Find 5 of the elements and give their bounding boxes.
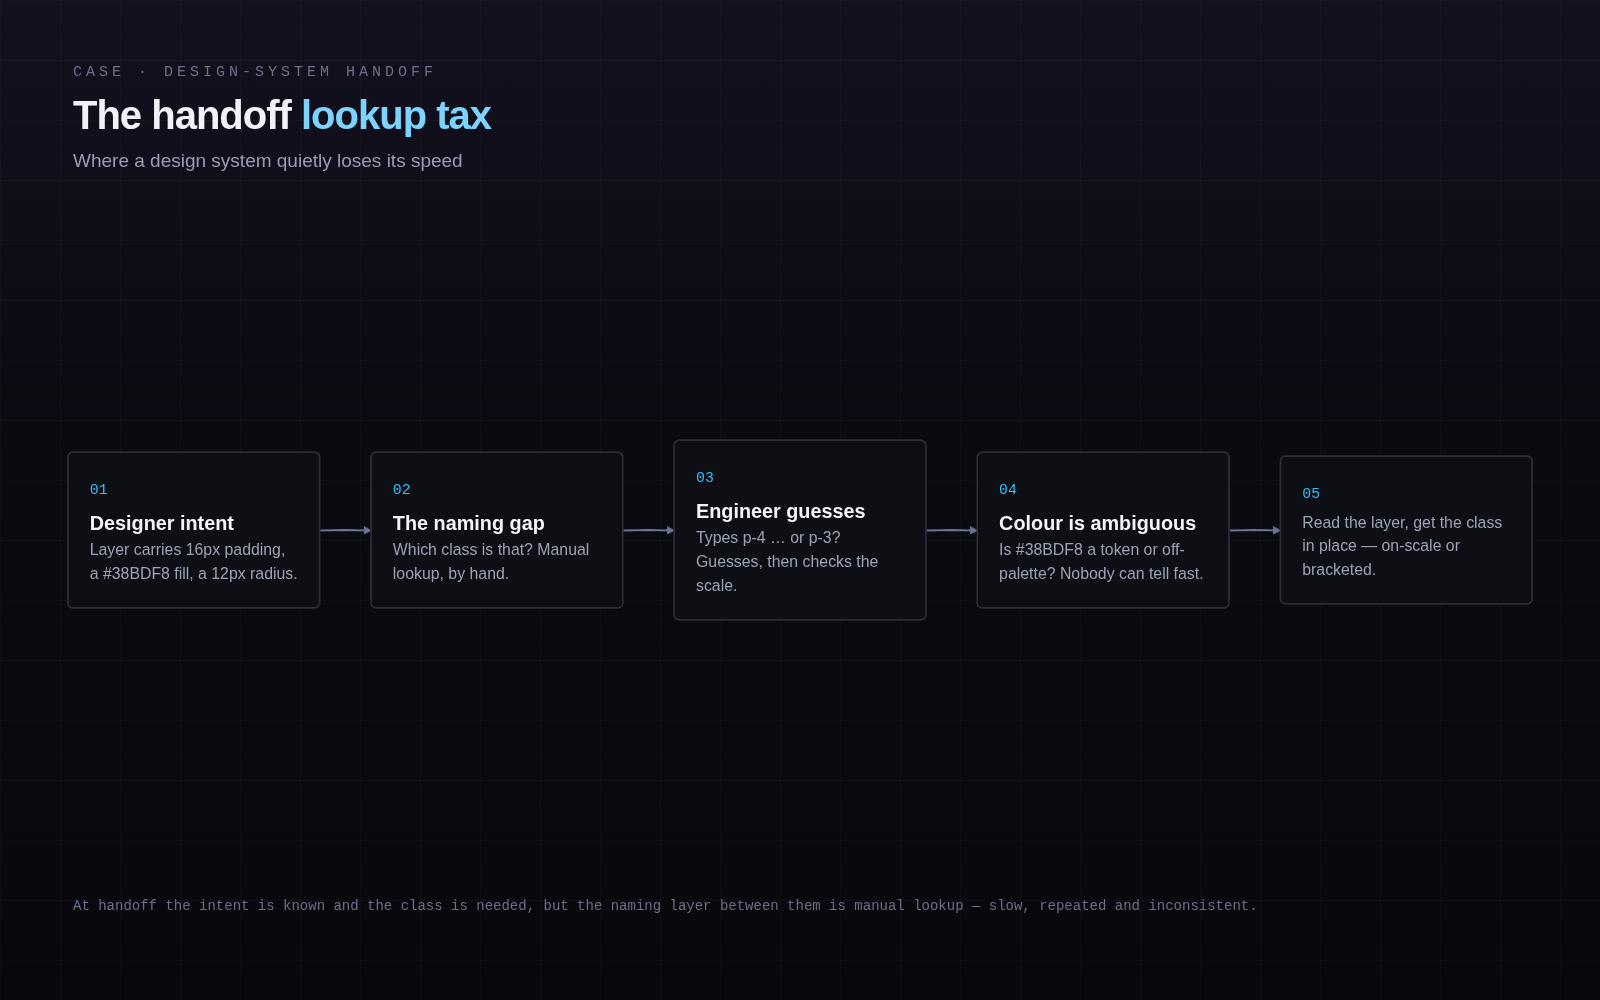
caption-text: At handoff the intent is known and the class is needed, but the naming layer between them is manual lookup — slow, repeated and inconsistent. xyxy=(73,898,1259,916)
arrow xyxy=(319,526,372,535)
title-heading: The handoff lookup tax xyxy=(73,93,491,138)
eyebrow-text: CASE · DESIGN-SYSTEM HANDOFF xyxy=(73,64,438,81)
subtitle-text: Where a design system quietly loses its speed xyxy=(73,150,463,172)
